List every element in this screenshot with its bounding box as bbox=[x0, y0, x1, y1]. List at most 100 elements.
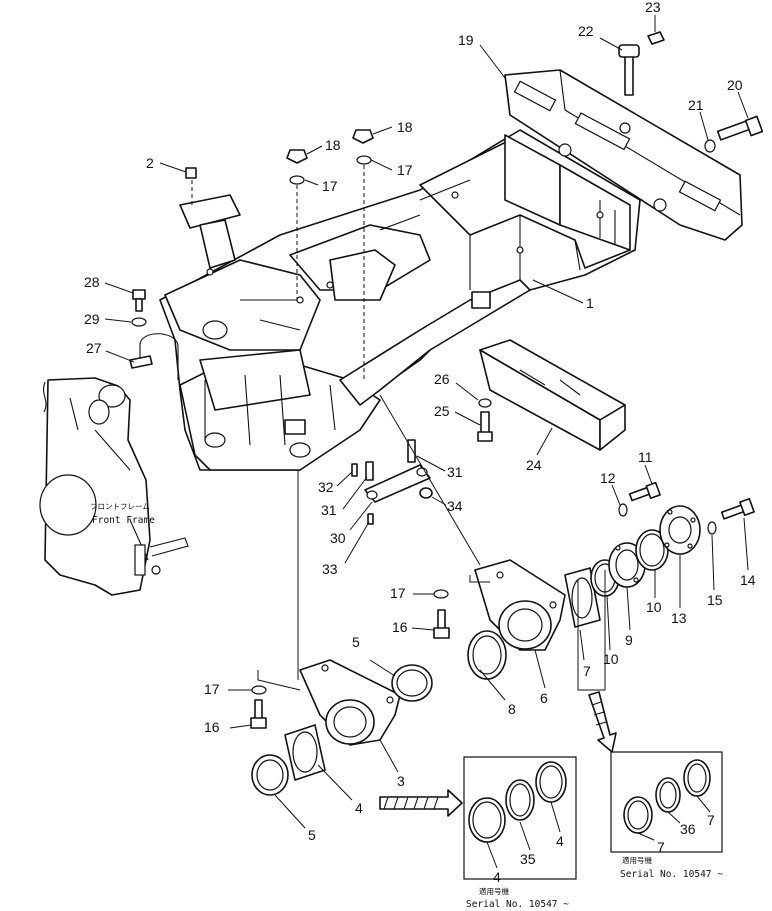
svg-text:Serial No. 10547 ~: Serial No. 10547 ~ bbox=[466, 899, 569, 910]
callout-10-right: 10 bbox=[646, 599, 662, 615]
callout-11: 11 bbox=[638, 449, 653, 465]
callout-26: 26 bbox=[434, 371, 450, 387]
pin-31-upper bbox=[407, 439, 416, 463]
callout-12: 12 bbox=[600, 470, 616, 486]
callout-18-left: 18 bbox=[325, 137, 341, 153]
callout-6: 6 bbox=[540, 690, 548, 706]
bolt-28 bbox=[132, 289, 146, 312]
bolt-2 bbox=[185, 167, 197, 179]
trunnion-bracket-right bbox=[474, 559, 566, 651]
lock-clip bbox=[647, 31, 665, 45]
u-bolt-27 bbox=[129, 333, 179, 380]
seal-8 bbox=[467, 630, 507, 680]
washer-15 bbox=[707, 521, 717, 535]
counterweight bbox=[504, 69, 743, 241]
callout-24: 24 bbox=[526, 457, 542, 473]
arrow-to-right-inset-icon bbox=[588, 691, 617, 753]
retainer-9 bbox=[608, 542, 646, 588]
callout-9: 9 bbox=[625, 632, 633, 648]
callout-33: 33 bbox=[322, 561, 338, 577]
callout-5-lower: 5 bbox=[308, 827, 316, 843]
callout-7-main: 7 bbox=[583, 663, 591, 679]
svg-text:Front Frame: Front Frame bbox=[92, 515, 155, 526]
nut-18-right bbox=[352, 129, 374, 144]
under-guard bbox=[479, 339, 626, 451]
callout-17-lower-left: 17 bbox=[204, 681, 220, 697]
callout-29: 29 bbox=[84, 311, 100, 327]
seal-5-lower bbox=[251, 754, 289, 796]
callout-36: 36 bbox=[680, 821, 696, 837]
bushing-4-left bbox=[284, 724, 326, 781]
washer-21 bbox=[704, 139, 716, 153]
front-frame-label: フロントフレーム Front Frame bbox=[90, 502, 155, 526]
callout-22: 22 bbox=[578, 23, 594, 39]
bolt-16-right bbox=[433, 609, 450, 639]
callout-4-main: 4 bbox=[355, 800, 363, 816]
svg-text:適用号機: 適用号機 bbox=[622, 855, 652, 865]
rear-frame bbox=[159, 129, 641, 471]
callout-7-inset-b: 7 bbox=[707, 812, 715, 828]
washer-17-lower-left bbox=[251, 685, 267, 695]
bolt-14 bbox=[720, 497, 755, 520]
inset-left-note: 適用号機 Serial No. 10547 ~ bbox=[466, 886, 569, 910]
bolt-25 bbox=[477, 411, 493, 442]
pin-33 bbox=[367, 513, 374, 525]
nut-18-left bbox=[286, 149, 308, 164]
callout-17-upper-left: 17 bbox=[322, 178, 338, 194]
callout-19: 19 bbox=[458, 32, 474, 48]
callout-13: 13 bbox=[671, 610, 687, 626]
callout-1: 1 bbox=[586, 295, 594, 311]
callout-27: 27 bbox=[86, 340, 102, 356]
callout-32: 32 bbox=[318, 479, 334, 495]
bolt-34 bbox=[419, 487, 433, 499]
callout-35: 35 bbox=[520, 851, 536, 867]
callout-20: 20 bbox=[727, 77, 743, 93]
trunnion-bracket-left bbox=[299, 659, 401, 746]
callout-4-inset-a: 4 bbox=[493, 869, 501, 885]
svg-text:Serial No. 10547 ~: Serial No. 10547 ~ bbox=[620, 869, 723, 880]
svg-text:フロントフレーム: フロントフレーム bbox=[90, 502, 150, 511]
callout-17-upper-right: 17 bbox=[397, 162, 413, 178]
washer-12 bbox=[618, 503, 628, 517]
washer-29 bbox=[131, 317, 147, 327]
callout-30: 30 bbox=[330, 530, 346, 546]
front-frame-outline bbox=[39, 377, 189, 596]
washer-17-right bbox=[356, 155, 372, 165]
inset-right-note: 適用号機 Serial No. 10547 ~ bbox=[620, 855, 723, 880]
callout-10-left: 10 bbox=[603, 651, 619, 667]
callout-23: 23 bbox=[645, 0, 661, 15]
shim-10-right bbox=[635, 529, 669, 571]
callout-2: 2 bbox=[146, 155, 154, 171]
callout-17-lower-right: 17 bbox=[390, 585, 406, 601]
inset-box-right bbox=[610, 751, 723, 853]
callout-4-inset-b: 4 bbox=[556, 833, 564, 849]
callout-25: 25 bbox=[434, 403, 450, 419]
pin-32 bbox=[351, 463, 358, 477]
callout-8: 8 bbox=[508, 701, 516, 717]
washer-17-lower-right bbox=[433, 589, 449, 599]
callout-31-lower: 31 bbox=[321, 502, 337, 518]
washer-26 bbox=[478, 398, 492, 408]
callout-14: 14 bbox=[740, 572, 756, 588]
callout-31-upper: 31 bbox=[447, 464, 463, 480]
arrow-to-left-inset-icon bbox=[379, 789, 463, 817]
cap-13 bbox=[659, 505, 701, 555]
callout-16-left: 16 bbox=[204, 719, 220, 735]
callout-7-inset-a: 7 bbox=[657, 839, 665, 855]
inset-box-left bbox=[463, 756, 577, 880]
callout-3: 3 bbox=[397, 773, 405, 789]
callout-18-right: 18 bbox=[397, 119, 413, 135]
pin-31-lower bbox=[365, 461, 374, 481]
callout-34: 34 bbox=[447, 498, 463, 514]
callout-leaders bbox=[104, 15, 749, 869]
callout-15: 15 bbox=[707, 592, 723, 608]
pin bbox=[618, 44, 640, 96]
bolt-16-left bbox=[250, 699, 267, 729]
bolt-11 bbox=[628, 481, 661, 502]
callout-21: 21 bbox=[688, 97, 704, 113]
seal-5-upper bbox=[391, 664, 433, 702]
svg-text:適用号機: 適用号機 bbox=[479, 886, 509, 896]
callout-28: 28 bbox=[84, 274, 100, 290]
bolt-20 bbox=[716, 115, 764, 141]
